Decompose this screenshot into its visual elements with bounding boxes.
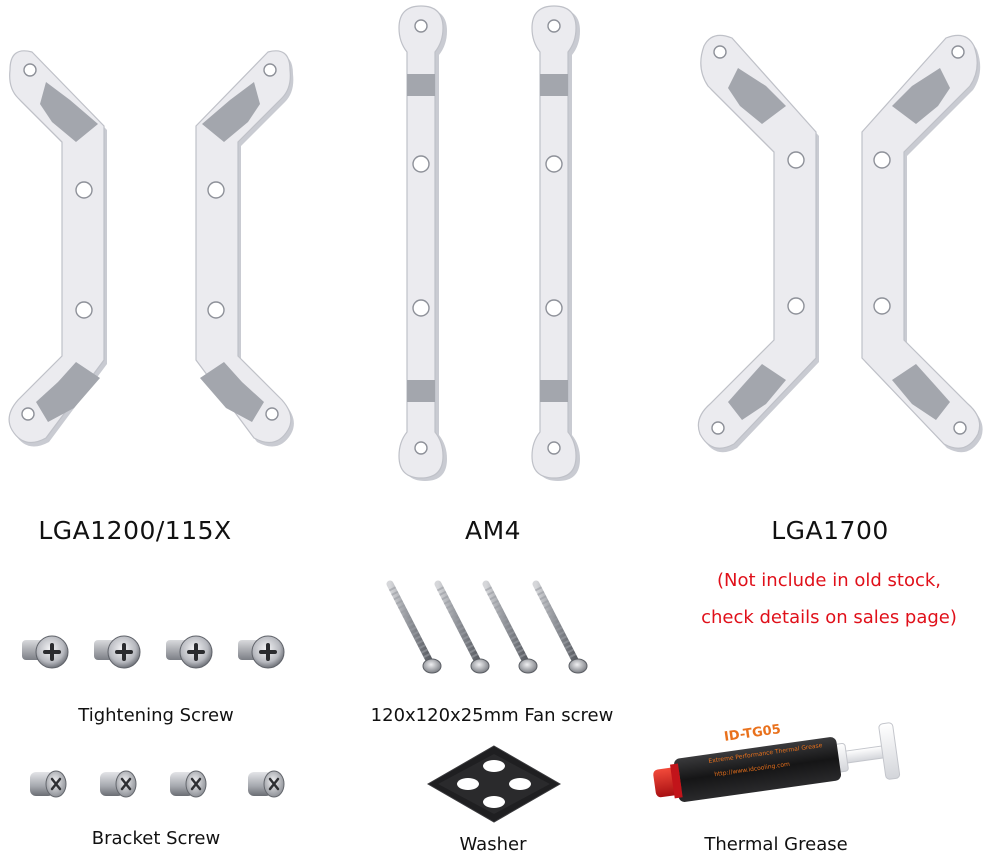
stock-note-line2: check details on sales page) bbox=[701, 607, 957, 628]
washer-label: Washer bbox=[459, 834, 527, 855]
lga1200-bracket-right bbox=[195, 50, 294, 447]
lga1200-bracket-left bbox=[8, 50, 107, 447]
stock-note-line1: (Not include in old stock, bbox=[717, 570, 941, 591]
thermal-grease-syringe-icon: ID-TG05 Extreme Performance Thermal Grea… bbox=[648, 716, 918, 826]
tightening-screw-icon bbox=[22, 634, 286, 670]
lga1700-bracket-right bbox=[861, 34, 983, 453]
lga1200-label: LGA1200/115X bbox=[38, 516, 232, 545]
washer-icon bbox=[426, 745, 562, 823]
lga1700-bracket-left bbox=[697, 34, 819, 453]
tightening-screw-label: Tightening Screw bbox=[78, 705, 234, 726]
am4-bracket-left bbox=[398, 5, 447, 481]
thermal-grease-label: Thermal Grease bbox=[704, 834, 848, 855]
bracket-screw-label: Bracket Screw bbox=[91, 828, 221, 849]
am4-bracket-right bbox=[531, 5, 580, 481]
fan-screw-label: 120x120x25mm Fan screw bbox=[370, 705, 614, 726]
bracket-screw-icon bbox=[30, 769, 286, 799]
am4-label: AM4 bbox=[464, 516, 522, 545]
fan-screw-icon bbox=[386, 580, 608, 678]
lga1700-label: LGA1700 bbox=[771, 516, 889, 545]
